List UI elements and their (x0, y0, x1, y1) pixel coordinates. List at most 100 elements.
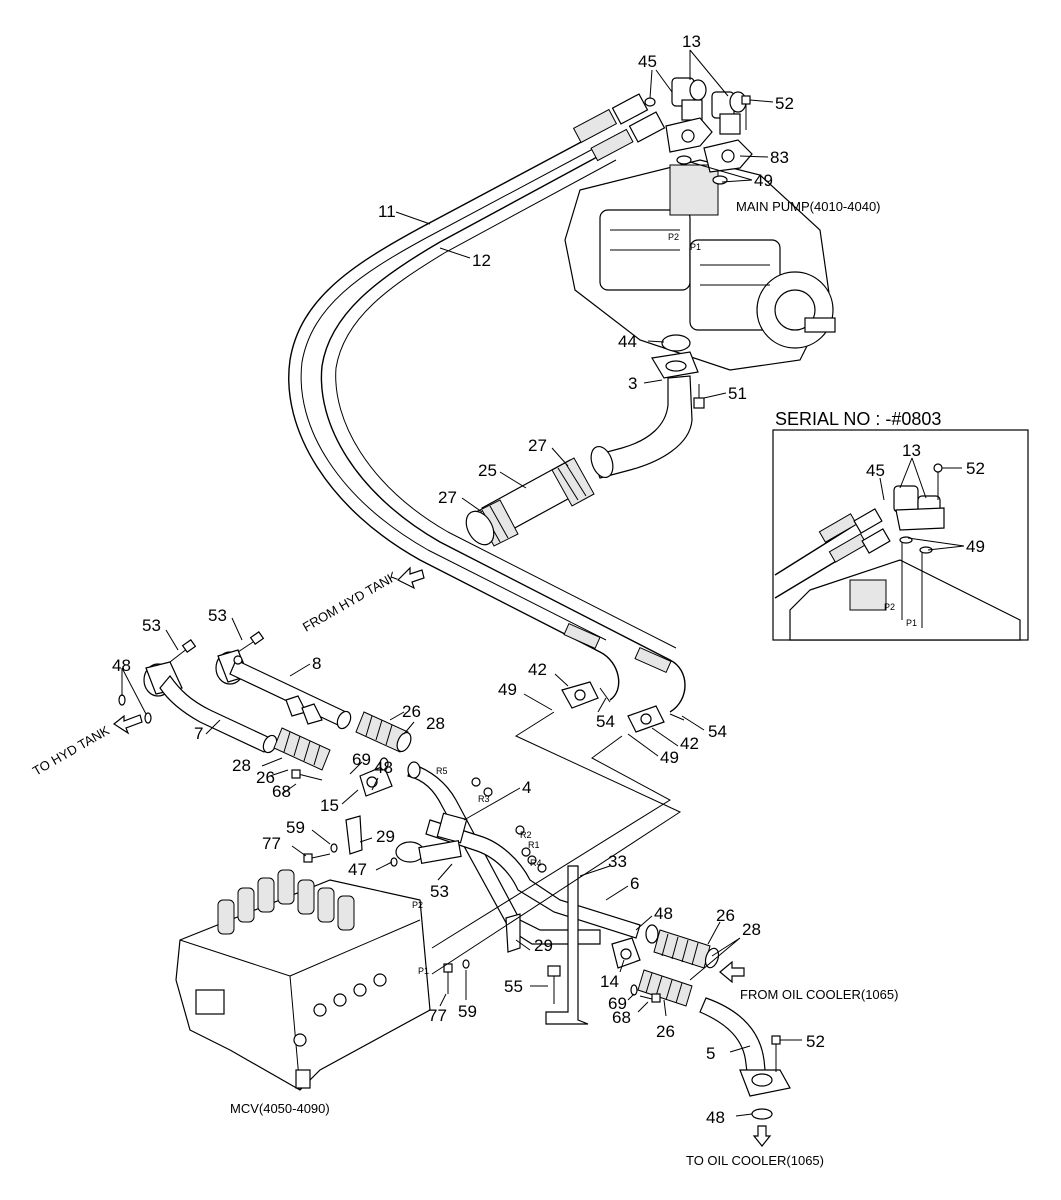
bolt-52-bottom (771, 1035, 781, 1072)
port-r5: R5 (436, 766, 448, 776)
callout-59-b: 59 (458, 1002, 477, 1021)
callout-33: 33 (608, 852, 627, 871)
caption-to-oil-cooler: TO OIL COOLER(1065) (686, 1153, 824, 1168)
bolt-52-top (741, 95, 751, 130)
callout-53-a: 53 (142, 616, 161, 635)
callout-54-b: 54 (708, 722, 727, 741)
pump-port-p1: P1 (690, 242, 701, 252)
callout-26-b: 26 (256, 768, 275, 787)
port-r1: R1 (528, 840, 540, 850)
flanges-42 (561, 681, 685, 733)
hose-12 (320, 149, 686, 713)
return-pipe-8 (215, 649, 352, 730)
callout-28-b: 28 (232, 756, 251, 775)
callout-51: 51 (728, 384, 747, 403)
mcv-port-p1: P1 (418, 966, 429, 976)
callout-48-a: 48 (112, 656, 131, 675)
callout-11: 11 (378, 202, 396, 221)
callout-48-c: 48 (654, 904, 673, 923)
caption-from-hyd-tank: FROM HYD TANK (300, 568, 400, 634)
main-pump: P1 P2 (564, 159, 836, 371)
callout-48-d: 48 (706, 1108, 725, 1127)
callout-42-a: 42 (528, 660, 547, 679)
inset-title: SERIAL NO : -#0803 (775, 409, 941, 429)
hose-fittings-top (572, 93, 666, 162)
callout-12: 12 (472, 251, 491, 270)
arrow-from-oil-cooler (719, 960, 745, 984)
callout-26-d: 26 (656, 1022, 675, 1041)
caption-main-pump: MAIN PUMP(4010-4040) (736, 199, 881, 214)
callout-47: 47 (348, 860, 367, 879)
callout-59-a: 59 (286, 818, 305, 837)
callout-44: 44 (618, 332, 637, 351)
suction-pipe-3 (590, 334, 699, 479)
callout-52: 52 (775, 94, 794, 113)
arrow-to-hyd-tank (112, 714, 143, 735)
hoses-26-28-right (637, 924, 720, 1007)
callout-7: 7 (194, 724, 203, 743)
washers-59 (330, 843, 470, 969)
callout-53-c: 53 (430, 882, 449, 901)
callout-14: 14 (600, 972, 619, 991)
callout-53-b: 53 (208, 606, 227, 625)
callout-5: 5 (706, 1044, 715, 1063)
caption-mcv: MCV(4050-4090) (230, 1101, 330, 1116)
inset-callout-49: 49 (966, 537, 985, 556)
callout-42-b: 42 (680, 734, 699, 753)
callout-28-c: 28 (742, 920, 761, 939)
bolts-53-left (169, 631, 265, 663)
return-pipe-7 (143, 661, 278, 754)
mcv-valve: P1 P2 (175, 869, 431, 1091)
callout-26-a: 26 (402, 702, 421, 721)
callout-54-a: 54 (596, 712, 615, 731)
caption-to-hyd-tank: TO HYD TANK (30, 722, 112, 778)
callout-3: 3 (628, 374, 637, 393)
serial-inset: P1 P2 (772, 429, 1029, 641)
arrow-to-oil-cooler (752, 1125, 772, 1147)
callout-69-b: 69 (608, 994, 627, 1013)
callout-27-a: 27 (528, 436, 547, 455)
callout-28-a: 28 (426, 714, 445, 733)
callout-29-b: 29 (534, 936, 553, 955)
port-r4: R4 (530, 858, 542, 868)
callout-15: 15 (320, 796, 339, 815)
callout-49: 49 (754, 171, 773, 190)
inset-port-p2: P2 (884, 602, 895, 612)
hose-11 (288, 131, 620, 701)
flange-47 (390, 839, 462, 867)
callout-68-a: 68 (272, 782, 291, 801)
fittings-r-ports: R1 R2 R3 R4 R5 (436, 766, 547, 873)
callout-29-a: 29 (376, 827, 395, 846)
callout-83: 83 (770, 148, 789, 167)
o-rings-48-left (118, 694, 152, 724)
bolt-68-left (291, 769, 323, 781)
inset-callout-52: 52 (966, 459, 985, 478)
bolt-55 (547, 965, 561, 1004)
port-r3: R3 (478, 794, 490, 804)
split-flanges-83 (665, 117, 753, 173)
arrow-from-hyd-tank (396, 566, 425, 590)
tube-6 (425, 819, 641, 939)
inset-port-p1: P1 (906, 618, 917, 628)
callout-68-b: 68 (612, 1008, 631, 1027)
bolt-68-right (630, 984, 661, 1003)
port-r2: R2 (520, 830, 532, 840)
callout-55: 55 (504, 977, 523, 996)
caption-from-oil-cooler: FROM OIL COOLER(1065) (740, 987, 898, 1002)
callout-4: 4 (522, 778, 531, 797)
callout-45: 45 (638, 52, 657, 71)
callout-labels: 13 45 52 83 49 11 12 44 3 51 27 25 27 53… (112, 32, 985, 1127)
callout-52-b: 52 (806, 1032, 825, 1051)
callout-13: 13 (682, 32, 701, 51)
leader-lines (121, 49, 965, 1117)
hose-fittings-bottom (563, 622, 672, 674)
callout-49-c: 49 (660, 748, 679, 767)
callout-77-a: 77 (262, 834, 281, 853)
suction-hose-25 (465, 457, 595, 547)
callout-48-b: 48 (374, 758, 393, 777)
mcv-port-p2: P2 (412, 900, 423, 910)
inset-callout-13: 13 (902, 441, 921, 460)
elbow-14 (611, 937, 641, 969)
callout-77-b: 77 (428, 1006, 447, 1025)
